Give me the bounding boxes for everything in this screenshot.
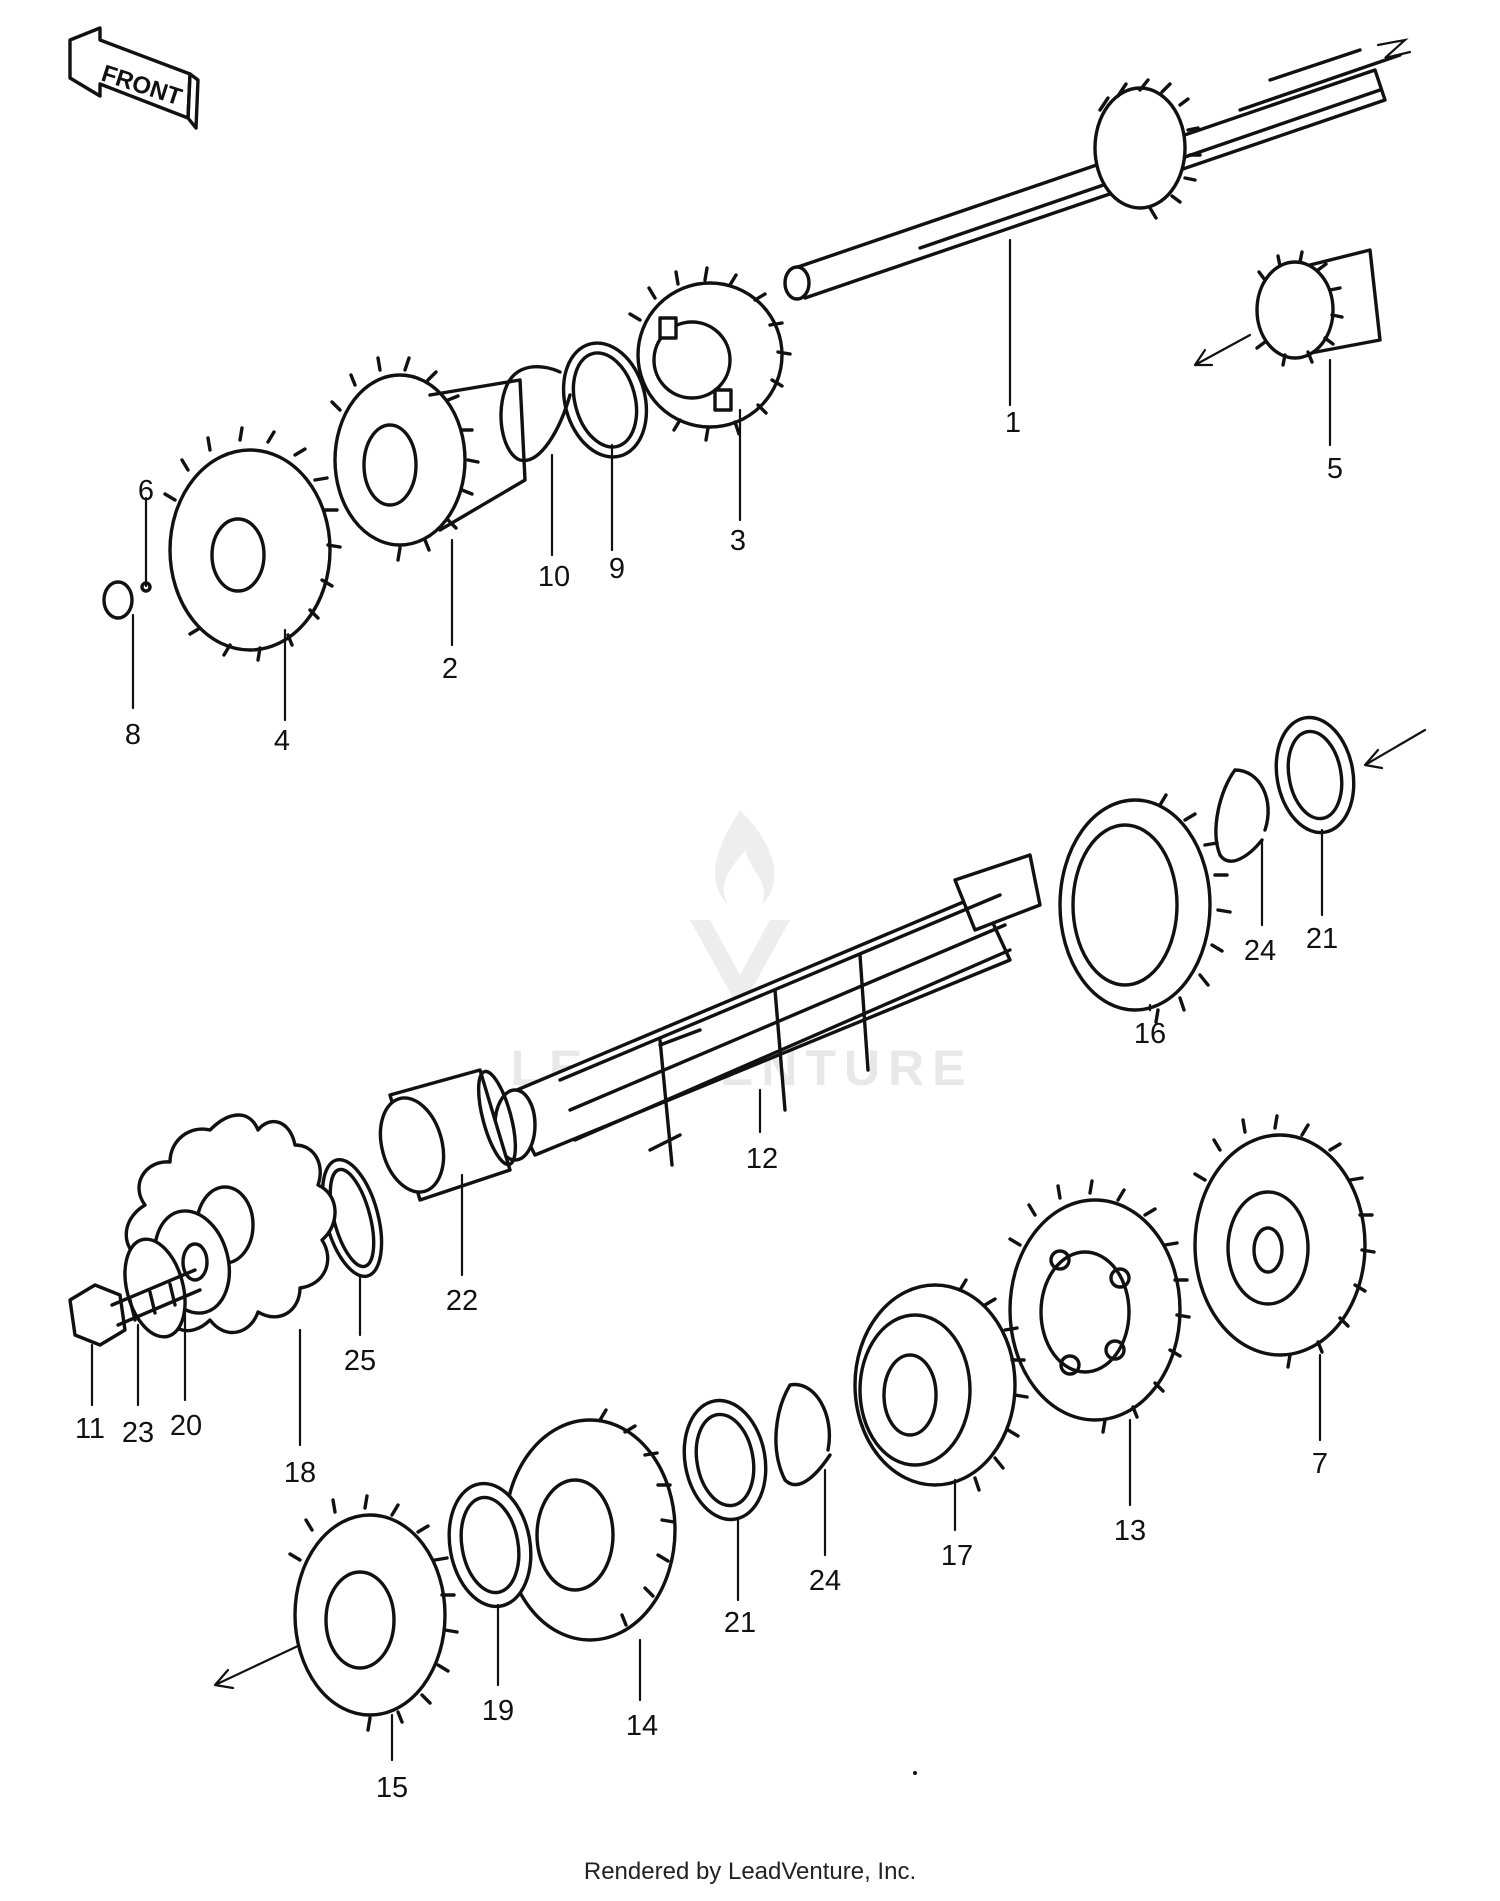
callout-10: 10 <box>538 561 570 593</box>
callout-17: 17 <box>941 1540 973 1572</box>
part-5-gear <box>1255 248 1382 367</box>
callout-20: 20 <box>170 1410 202 1442</box>
watermark-v-icon <box>690 920 790 1010</box>
callout-6: 6 <box>138 475 154 507</box>
callout-14: 14 <box>626 1710 658 1742</box>
callout-25: 25 <box>344 1345 376 1377</box>
callout-4: 4 <box>274 725 290 757</box>
callout-1: 1 <box>1005 407 1021 439</box>
callout-23: 23 <box>122 1417 154 1449</box>
part-14-gear <box>503 1408 677 1642</box>
callout-18: 18 <box>284 1457 316 1489</box>
part-11-bolt <box>68 1268 202 1347</box>
callout-24-upper: 24 <box>1244 935 1276 967</box>
part-1-drive-shaft <box>783 48 1402 301</box>
callout-13: 13 <box>1114 1515 1146 1547</box>
direction-arrow-icon-bottom <box>213 1643 302 1690</box>
callout-8: 8 <box>125 719 141 751</box>
part-16-gear <box>1058 793 1232 1024</box>
footer-credit: Rendered by LeadVenture, Inc. <box>583 1858 917 1885</box>
direction-arrow-icon-middle <box>1363 728 1427 770</box>
part-15-gear <box>288 1494 459 1732</box>
callout-21-lower: 21 <box>724 1607 756 1639</box>
part-24-circlip-lower <box>774 1382 832 1487</box>
callout-15: 15 <box>376 1772 408 1804</box>
callout-7: 7 <box>1312 1448 1328 1480</box>
callout-16: 16 <box>1134 1018 1166 1050</box>
part-21-washer-upper <box>1274 715 1356 835</box>
callout-3: 3 <box>730 525 746 557</box>
part-8-ring <box>102 580 134 620</box>
callout-labels: 1 5 3 9 10 2 4 6 8 16 24 21 12 22 25 18 … <box>75 407 1343 1804</box>
part-3-gear <box>628 266 792 442</box>
part-7-gear <box>1193 1114 1376 1369</box>
callout-22: 22 <box>446 1285 478 1317</box>
stray-dot <box>913 1771 917 1775</box>
callout-5: 5 <box>1327 453 1343 485</box>
part-10-circlip <box>499 365 572 463</box>
part-13-gear <box>1008 1179 1191 1434</box>
callout-11: 11 <box>75 1413 105 1445</box>
direction-arrow-icon-5 <box>1193 333 1252 367</box>
callout-12: 12 <box>746 1143 778 1175</box>
watermark-flame-icon <box>715 810 775 905</box>
part-4-gear <box>163 426 342 662</box>
part-21-washer-lower <box>682 1398 768 1522</box>
part-17-gear <box>853 1278 1029 1492</box>
part-2-gear <box>330 356 527 562</box>
callout-19: 19 <box>482 1695 514 1727</box>
leader-lines <box>90 238 1332 1762</box>
part-22-sleeve <box>378 1068 518 1202</box>
callout-21-upper: 21 <box>1306 923 1338 955</box>
callout-9: 9 <box>609 553 625 585</box>
part-1-integral-gear <box>1093 78 1202 220</box>
part-19-washer <box>447 1481 533 1609</box>
callout-2: 2 <box>442 653 458 685</box>
part-24-circlip-upper <box>1214 768 1270 863</box>
part-12-output-shaft <box>493 853 1042 1167</box>
front-arrow: FRONT <box>68 26 200 130</box>
callout-24-lower: 24 <box>809 1565 841 1597</box>
